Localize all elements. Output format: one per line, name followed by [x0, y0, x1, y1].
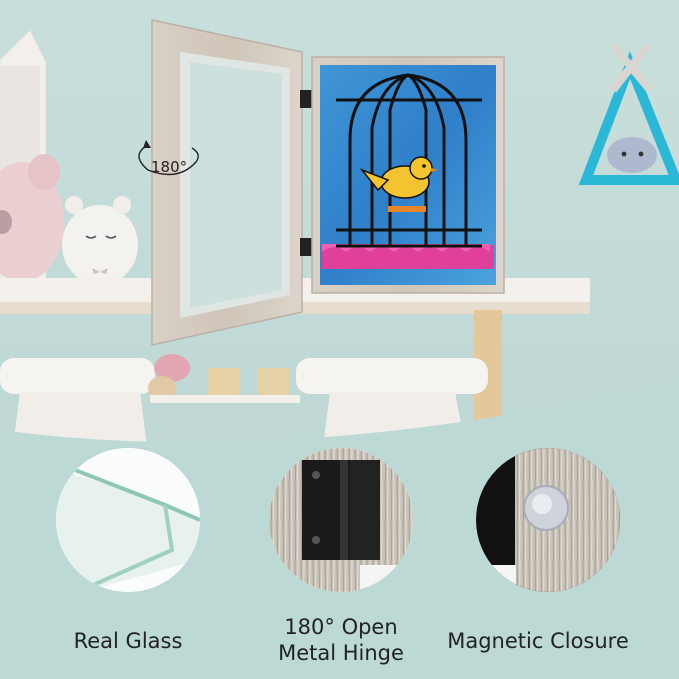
feature-label: Metal Hinge	[278, 641, 404, 665]
pink-toy	[0, 154, 64, 282]
rotation-label: 180°	[151, 158, 188, 176]
glass-detail-image	[56, 448, 200, 592]
rotation-arrow-icon	[138, 144, 199, 176]
hinge-detail-image	[269, 448, 413, 592]
feature-label: Real Glass	[73, 629, 183, 653]
hinge-top	[300, 90, 314, 108]
feature-caption-magnet: Magnetic Closure	[432, 628, 644, 654]
hinge-bottom	[300, 238, 314, 256]
feature-caption-hinge: 180° Open Metal Hinge	[266, 614, 416, 666]
frame-door	[151, 19, 303, 346]
feature-label: Magnetic Closure	[447, 629, 629, 653]
triangle-shelf	[578, 42, 679, 185]
bunny-toy	[62, 196, 138, 285]
wooden-toys	[148, 354, 300, 403]
bird	[359, 156, 438, 212]
feature-label: 180° Open	[284, 615, 398, 639]
feature-caption-glass: Real Glass	[68, 628, 188, 654]
art-frame	[311, 56, 505, 294]
